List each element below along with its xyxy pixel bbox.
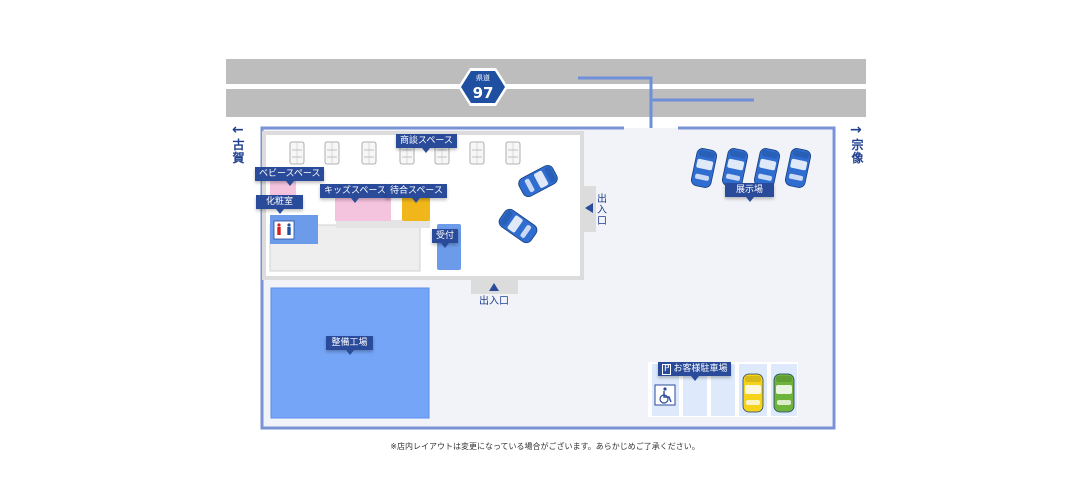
road-divider <box>226 84 866 89</box>
waiting-space-area <box>402 194 430 221</box>
wheelchair-icon <box>654 384 676 406</box>
road-lane-lower <box>226 89 866 117</box>
restroom-icon <box>273 220 295 240</box>
arrow-left-icon: ← <box>232 122 244 138</box>
entrance-right-label: 出入口 <box>597 194 607 227</box>
label-parking-text: お客様駐車場 <box>673 364 728 374</box>
label-baby-space: ベビースペース <box>255 167 325 186</box>
car-icon <box>742 373 764 413</box>
entrance-bottom-arrow-icon <box>489 283 499 291</box>
label-showroom: 展示場 <box>725 183 774 202</box>
entrance-right-arrow-icon <box>585 203 593 213</box>
direction-left: 古賀 <box>232 138 245 165</box>
label-factory: 整備工場 <box>326 336 373 355</box>
partition <box>336 220 430 228</box>
arrow-right-icon: → <box>850 122 862 138</box>
label-negotiation-space: 商談スペース <box>396 134 457 153</box>
footnote: ※店内レイアウトは変更になっている場合がございます。あらかじめご了承ください。 <box>390 442 700 451</box>
entrance-bottom-label: 出入口 <box>479 296 509 307</box>
label-kids-space: キッズスペース <box>320 184 390 203</box>
direction-right: 宗像 <box>851 138 864 165</box>
route-shield-icon: 県道 97 <box>458 68 508 106</box>
label-powder-room: 化粧室 <box>256 195 303 214</box>
road-lane-upper <box>226 59 866 84</box>
route-shield-top: 県道 <box>476 73 490 82</box>
parking-icon: P <box>662 364 672 375</box>
site-border <box>260 126 836 430</box>
label-reception: 受付 <box>432 229 459 248</box>
car-icon <box>773 373 795 413</box>
label-waiting-space: 待合スペース <box>386 184 447 203</box>
route-shield-number: 97 <box>473 84 494 102</box>
